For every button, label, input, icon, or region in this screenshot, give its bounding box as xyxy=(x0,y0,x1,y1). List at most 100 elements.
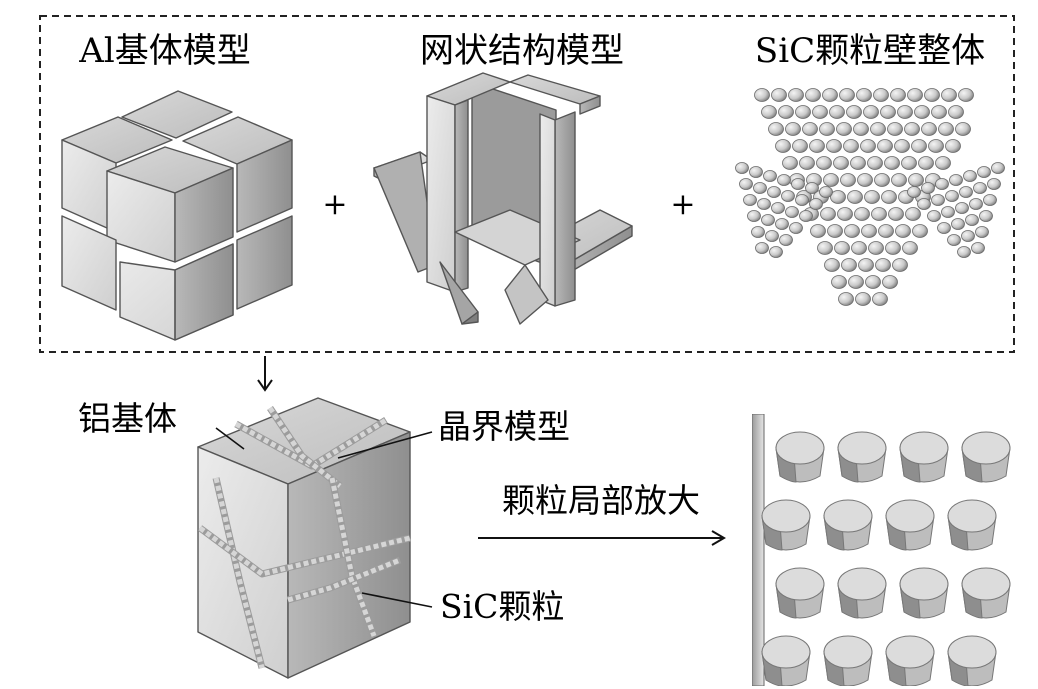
sic-bead xyxy=(938,122,954,136)
panel-label-network: 网状结构模型 xyxy=(420,31,624,71)
sic-bead xyxy=(767,186,781,198)
sic-bead xyxy=(947,234,961,246)
sic-bead xyxy=(865,275,881,289)
sic-bead xyxy=(971,242,985,254)
sic-bead xyxy=(823,173,839,187)
sic-bead xyxy=(907,88,923,102)
sic-bead xyxy=(830,190,846,204)
sic-bead xyxy=(891,173,907,187)
sic-bead xyxy=(935,156,951,170)
sic-bead xyxy=(853,122,869,136)
plus-operator-1: + xyxy=(322,187,347,222)
sic-bead xyxy=(819,122,835,136)
sic-bead xyxy=(959,186,973,198)
sic-bead xyxy=(805,88,821,102)
sic-bead xyxy=(834,241,850,255)
sic-bead xyxy=(901,156,917,170)
sic-bead xyxy=(753,182,767,194)
sic-bead xyxy=(945,139,961,153)
sic-bead xyxy=(977,166,991,178)
sic-bead xyxy=(785,206,799,218)
sic-bead xyxy=(792,139,808,153)
sic-bead xyxy=(826,139,842,153)
sic-bead xyxy=(969,198,983,210)
sic-bead xyxy=(820,207,836,221)
zoom-particle-top xyxy=(837,567,887,601)
sic-bead xyxy=(812,105,828,119)
zoom-particle-top xyxy=(837,431,887,465)
sic-bead xyxy=(955,202,969,214)
sic-bead xyxy=(904,122,920,136)
sic-bead xyxy=(769,246,783,258)
panel-label-sic-wall: SiC颗粒壁整体 xyxy=(755,31,985,71)
sic-bead xyxy=(827,224,843,238)
zoom-particle-top xyxy=(775,431,825,465)
sic-bead xyxy=(816,156,832,170)
label-grain-boundary: 晶界模型 xyxy=(438,407,570,446)
sic-bead xyxy=(884,156,900,170)
sic-bead xyxy=(908,173,924,187)
zoom-particle-top xyxy=(823,499,873,533)
sic-bead xyxy=(789,222,803,234)
sic-bead xyxy=(890,88,906,102)
sic-bead xyxy=(941,206,955,218)
sic-bead xyxy=(847,190,863,204)
sic-bead xyxy=(809,198,823,210)
sic-bead xyxy=(829,105,845,119)
sic-bead xyxy=(965,214,979,226)
sic-bead xyxy=(749,166,763,178)
label-sic-particle: SiC颗粒 xyxy=(440,587,564,626)
sic-bead xyxy=(858,258,874,272)
label-zoom: 颗粒局部放大 xyxy=(502,481,700,520)
sic-bead xyxy=(810,224,826,238)
zoom-particle-top xyxy=(899,431,949,465)
sic-bead xyxy=(905,207,921,221)
sic-bead xyxy=(781,190,795,202)
sic-bead xyxy=(841,258,857,272)
sic-bead xyxy=(771,202,785,214)
sic-bead xyxy=(775,218,789,230)
sic-bead xyxy=(857,173,873,187)
sic-bead xyxy=(949,174,963,186)
sic-bead xyxy=(948,105,964,119)
sic-bead xyxy=(824,258,840,272)
sic-bead xyxy=(864,190,880,204)
zoom-particle-top xyxy=(961,431,1011,465)
sic-bead xyxy=(851,241,867,255)
zoom-particle-top xyxy=(885,499,935,533)
sic-bead xyxy=(924,88,940,102)
sic-bead xyxy=(860,139,876,153)
sic-bead xyxy=(892,258,908,272)
sic-bead xyxy=(955,122,971,136)
sic-bead xyxy=(887,122,903,136)
sic-bead xyxy=(870,122,886,136)
sic-bead xyxy=(912,224,928,238)
label-matrix: 铝基体 xyxy=(78,399,177,438)
sic-bead xyxy=(839,88,855,102)
sic-bead xyxy=(778,105,794,119)
sic-bead xyxy=(771,88,787,102)
zoom-particle-top xyxy=(823,635,873,669)
sic-bead xyxy=(872,292,888,306)
sic-bead xyxy=(958,88,974,102)
sic-bead xyxy=(799,156,815,170)
sic-bead xyxy=(917,198,931,210)
sic-bead xyxy=(957,246,971,258)
sic-bead xyxy=(782,156,798,170)
sic-bead xyxy=(951,218,965,230)
sic-bead xyxy=(819,186,833,198)
sic-bead xyxy=(743,194,757,206)
zoom-particle-top xyxy=(761,499,811,533)
sic-bead xyxy=(888,207,904,221)
sic-bead xyxy=(863,105,879,119)
sic-bead xyxy=(873,88,889,102)
sic-bead xyxy=(882,275,898,289)
sic-bead xyxy=(975,226,989,238)
sic-bead xyxy=(880,105,896,119)
sic-bead xyxy=(961,230,975,242)
sic-bead xyxy=(894,139,910,153)
sic-bead xyxy=(844,224,860,238)
sic-bead xyxy=(935,178,949,190)
sic-bead xyxy=(941,88,957,102)
